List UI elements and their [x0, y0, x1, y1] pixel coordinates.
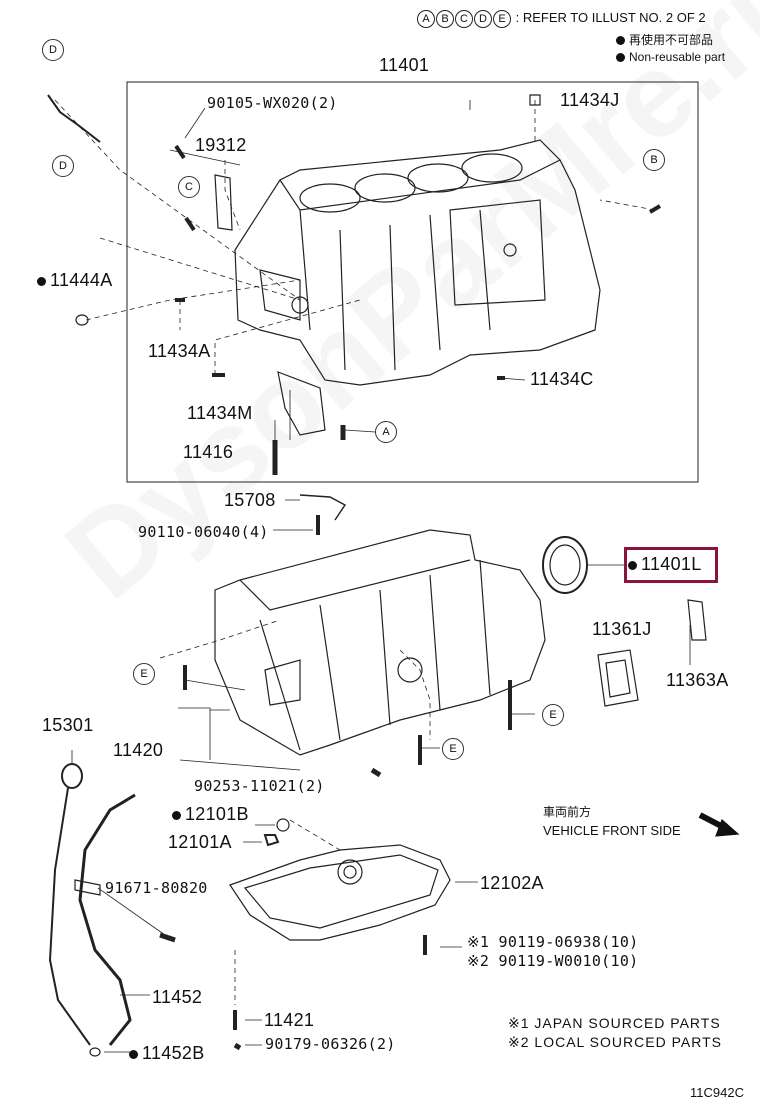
- illustration-code: 11C942C: [690, 1085, 744, 1100]
- nonreusable-dot-icon: [129, 1049, 138, 1059]
- part-11434a-label: 11434A: [148, 341, 211, 361]
- highlight-box-11401l: [624, 547, 718, 583]
- part-11452b-text: 11452B: [142, 1043, 205, 1063]
- part-11434m-label: 11434M: [187, 403, 253, 423]
- nonreusable-en-text: Non-reusable part: [629, 50, 726, 64]
- callout-e: E: [133, 663, 155, 685]
- part-11434j-label: 11434J: [560, 90, 620, 110]
- part-90119-a-text: 90119-06938(10): [498, 933, 639, 951]
- callout-e: E: [442, 738, 464, 760]
- part-11401l-label: 11401L: [628, 555, 702, 573]
- note-local-sourced: ※2 LOCAL SOURCED PARTS: [508, 1034, 722, 1050]
- part-12101b-label: 12101B: [172, 805, 249, 823]
- mark-2: ※2: [467, 952, 490, 970]
- nonreusable-dot-icon: [616, 53, 625, 63]
- mark-1: ※1: [467, 933, 490, 951]
- part-11401-label: 11401: [379, 55, 430, 75]
- part-12101a-label: 12101A: [168, 832, 232, 852]
- part-11421-label: 11421: [264, 1010, 315, 1030]
- ref-letter-c: C: [455, 10, 473, 28]
- part-11420-label: 11420: [113, 740, 164, 760]
- callout-d: D: [42, 39, 64, 61]
- part-90119-a-label: ※1 90119-06938(10): [467, 935, 639, 950]
- callout-e: E: [542, 704, 564, 726]
- part-19312-label: 19312: [195, 135, 247, 155]
- nonreusable-dot-icon: [172, 810, 181, 820]
- part-11361j-label: 11361J: [592, 619, 652, 639]
- oil-pan-drawing: [229, 844, 451, 941]
- callout-a: A: [375, 421, 397, 443]
- part-90119-b-label: ※2 90119-W0010(10): [467, 954, 639, 969]
- nonreusable-dot-icon: [628, 560, 637, 570]
- part-11444a-text: 11444A: [50, 270, 113, 290]
- nonreusable-en: Non-reusable part: [616, 51, 725, 63]
- part-11363a-label: 11363A: [666, 670, 729, 690]
- lower-crankcase-drawing: [214, 529, 546, 756]
- engine-block-frame: [126, 81, 699, 483]
- part-11452b-label: 11452B: [129, 1044, 205, 1062]
- part-90119-b-text: 90119-W0010(10): [498, 952, 639, 970]
- ref-letter-b: B: [436, 10, 454, 28]
- nonreusable-jp: 再使用不可部品: [616, 34, 713, 46]
- part-11416-label: 11416: [183, 442, 234, 462]
- callout-c: C: [178, 176, 200, 198]
- part-90105-label: 90105-WX020(2): [207, 94, 338, 112]
- cylinder-block-drawing: [234, 139, 601, 386]
- part-90179-label: 90179-06326(2): [265, 1035, 396, 1053]
- note-japan-sourced: ※1 JAPAN SOURCED PARTS: [508, 1015, 721, 1031]
- nonreusable-dot-icon: [37, 276, 46, 286]
- part-12102a-label: 12102A: [480, 873, 544, 893]
- ref-letter-a: A: [417, 10, 435, 28]
- nonreusable-dot-icon: [616, 36, 625, 46]
- front-jp: 車両前方: [543, 805, 592, 819]
- front-en: VEHICLE FRONT SIDE: [543, 823, 681, 838]
- refer-text: : REFER TO ILLUST NO. 2 OF 2: [515, 10, 706, 25]
- part-90110-label: 90110-06040(4): [138, 523, 269, 541]
- ref-letter-e: E: [493, 10, 511, 28]
- callout-b: B: [643, 149, 665, 171]
- part-11434c-label: 11434C: [530, 369, 594, 389]
- part-11452-label: 11452: [152, 987, 203, 1007]
- part-91671-label: 91671-80820: [105, 879, 208, 897]
- ref-letter-d: D: [474, 10, 492, 28]
- part-15301-label: 15301: [42, 715, 94, 735]
- part-90253-label: 90253-11021(2): [194, 777, 325, 795]
- part-11444a-label: 11444A: [37, 271, 113, 289]
- part-15708-label: 15708: [224, 490, 276, 510]
- part-11401l-text: 11401L: [641, 554, 702, 574]
- callout-d: D: [52, 155, 74, 177]
- nonreusable-jp-text: 再使用不可部品: [629, 33, 714, 47]
- part-12101b-text: 12101B: [185, 804, 249, 824]
